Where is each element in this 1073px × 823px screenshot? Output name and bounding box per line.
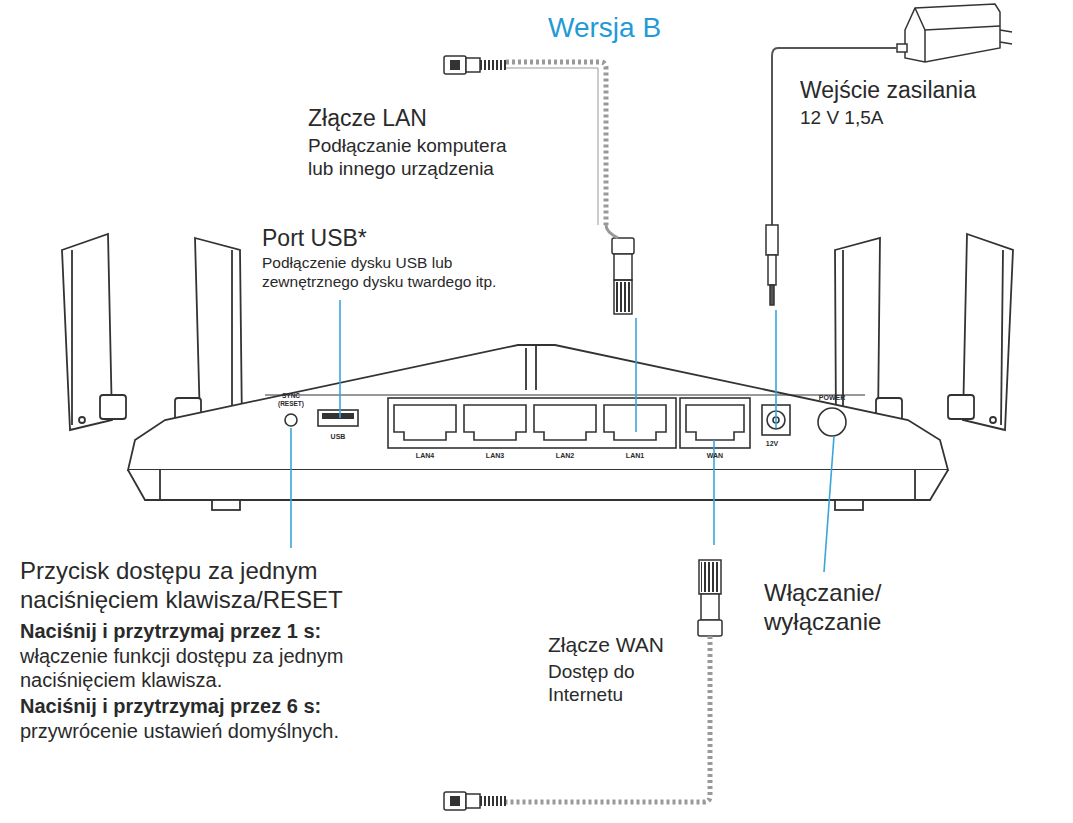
callout-heading: Przycisk dostępu za jednym naciśnięciem … — [20, 556, 380, 615]
title: Wersja B — [548, 12, 661, 44]
callout-description: Dostęp do Internetu — [548, 660, 648, 706]
callout-heading: Wejście zasilania — [800, 76, 1050, 104]
callout-heading: Złącze LAN — [308, 104, 568, 132]
port-label: LAN3 — [475, 452, 515, 459]
callout-note: Naciśnij i przytrzymaj przez 1 s: — [20, 619, 400, 643]
port-label: 12V — [757, 440, 787, 447]
port-label: LAN4 — [405, 452, 445, 459]
callout-heading: Włączanie/ wyłączanie — [764, 578, 904, 637]
ports — [285, 398, 846, 448]
callout-note: Naciśnij i przytrzymaj przez 6 s: — [20, 694, 400, 718]
panel-label: (RESET) — [271, 401, 311, 408]
panel-label: POWER — [807, 394, 857, 401]
callout-description: Podłączanie komputera lub innego urządze… — [308, 134, 530, 180]
port-label: LAN1 — [615, 452, 655, 459]
callout-note: włączenie funkcji dostępu za jednym naci… — [20, 644, 400, 693]
wan-cable — [444, 560, 722, 810]
port-label: WAN — [695, 452, 735, 459]
callout-heading: Złącze WAN — [548, 632, 688, 658]
callout-value: 12 V 1,5A — [800, 106, 1000, 129]
callout-description: Podłączenie dysku USB lub zewnętrznego d… — [262, 254, 517, 292]
port-label: LAN2 — [545, 452, 585, 459]
callout-note: przywrócenie ustawień domyślnych. — [20, 719, 400, 743]
panel-label: SYNC — [271, 393, 311, 400]
leader-line — [291, 300, 834, 572]
panel-label: USB — [318, 433, 358, 440]
router-body — [128, 345, 948, 510]
callout-heading: Port USB* — [262, 224, 462, 252]
